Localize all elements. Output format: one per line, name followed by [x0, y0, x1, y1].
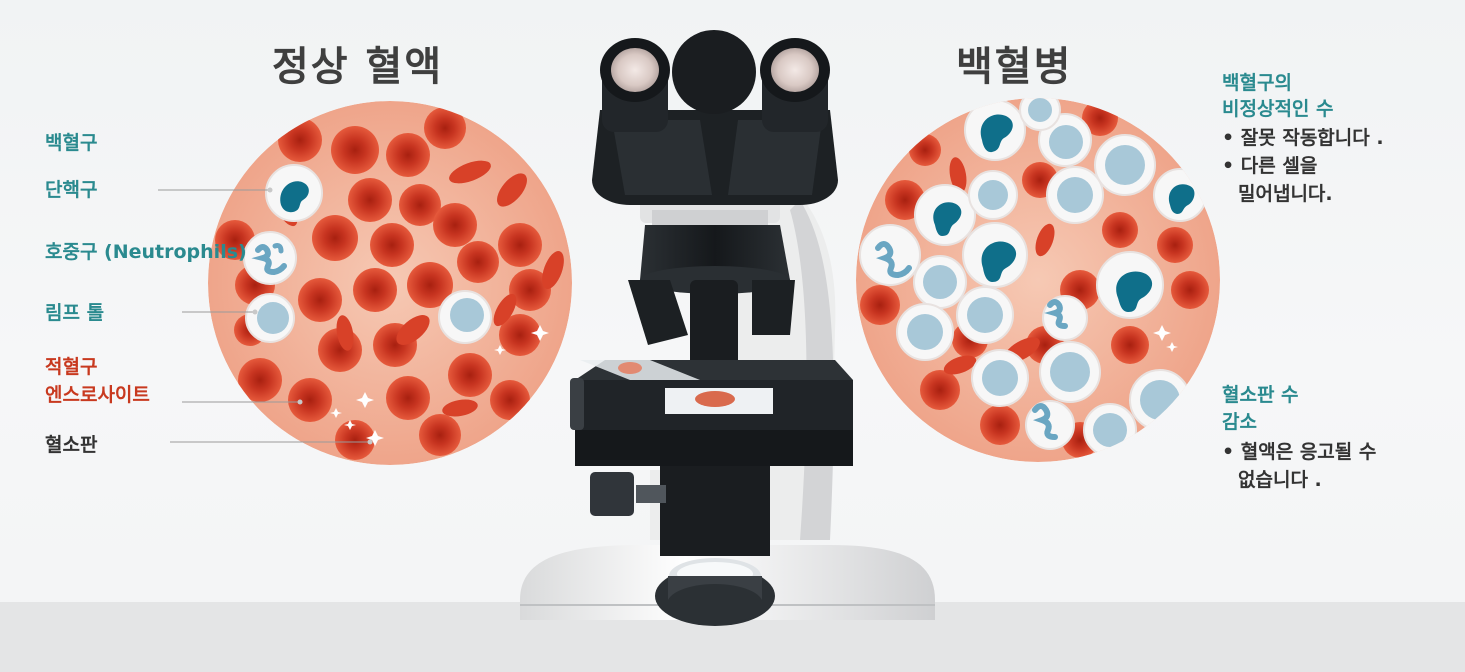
- label-wbc: 백혈구: [45, 132, 98, 154]
- note-wbc-bullet-1: • 잘못 작동합니다 .: [1222, 127, 1384, 149]
- label-lymph: 림프 톨: [45, 302, 105, 324]
- note-platelet-bullet-b: 없습니다 .: [1238, 469, 1322, 491]
- platelets-sparse: [1153, 325, 1178, 352]
- note-platelet-heading-2: 감소: [1222, 411, 1257, 433]
- leader-lines: [158, 189, 370, 443]
- note-wbc-bullet-2b: 밀어냅니다.: [1238, 183, 1333, 205]
- note-wbc-bullet-2a: • 다른 셀을: [1222, 155, 1318, 177]
- neutrophil: [243, 231, 297, 285]
- note-platelet-heading-1: 혈소판 수: [1222, 384, 1299, 406]
- lymphocytes: [245, 290, 492, 344]
- monocyte: [265, 164, 323, 222]
- leukemia-title: 백혈병: [956, 44, 1073, 90]
- label-rbc-2: 엔스로사이트: [45, 384, 150, 406]
- microscope: [520, 30, 935, 626]
- label-neutrophil: 호중구 (Neutrophils): [45, 241, 247, 263]
- note-wbc-heading-2: 비정상적인 수: [1222, 98, 1334, 120]
- platelets: [330, 325, 549, 446]
- label-monocyte: 단핵구: [45, 179, 98, 201]
- normal-blood-circle: [208, 101, 572, 465]
- leukemia-blood-circle: [856, 98, 1220, 462]
- normal-blood-title: 정상 혈액: [272, 44, 444, 90]
- note-platelet-bullet-a: • 혈액은 응고될 수: [1222, 441, 1377, 463]
- note-wbc-heading-1: 백혈구의: [1222, 72, 1292, 94]
- label-platelet: 혈소판: [45, 434, 98, 456]
- label-rbc-1: 적혈구: [45, 356, 98, 378]
